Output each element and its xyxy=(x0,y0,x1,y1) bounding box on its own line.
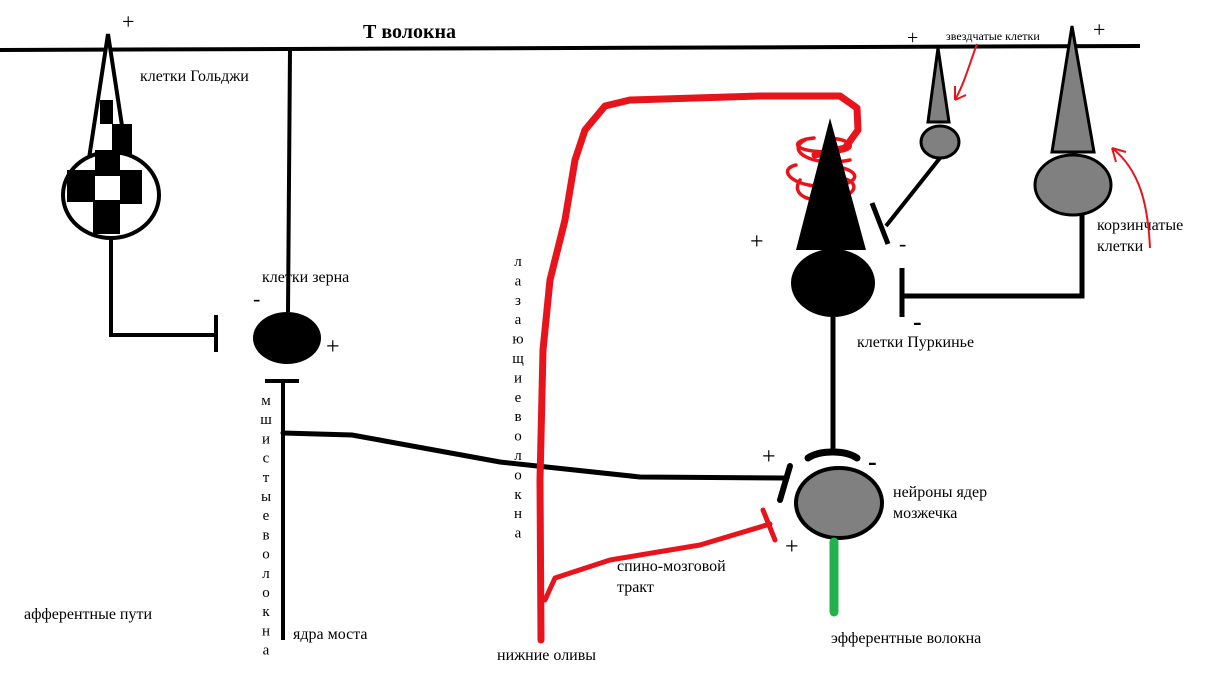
pons-label: ядра моста xyxy=(293,626,368,643)
inferior-olive-label: нижние оливы xyxy=(497,647,596,664)
afferent-label: афферентные пути xyxy=(24,606,152,623)
efferent-label: эфферентные волокна xyxy=(831,630,981,647)
minus-purkinje-synapse: - xyxy=(868,447,877,476)
basket-cell xyxy=(899,25,1113,317)
golgi-label: клетки Гольджи xyxy=(140,68,249,85)
plus-spinal-synapse: + xyxy=(785,534,799,560)
basket-label-1: корзинчатые xyxy=(1097,217,1183,234)
stellate-cell xyxy=(869,47,961,245)
spinal-tract-label-1: спино-мозговой xyxy=(617,558,726,575)
deep-nuclei-label-2: мозжечка xyxy=(893,505,957,522)
deep-nuclei-cell xyxy=(794,466,884,540)
deep-nuclei-label-1: нейроны ядер xyxy=(893,484,987,501)
golgi-cell xyxy=(61,33,218,352)
spinal-tract-label-2: тракт xyxy=(617,579,654,596)
basket-arrow xyxy=(1111,147,1151,249)
title-t-fibers: Т волокна xyxy=(363,21,456,43)
granule-label: клетки зерна xyxy=(262,269,349,286)
minus-basket-synapse: - xyxy=(913,307,922,336)
purkinje-label: клетки Пуркинье xyxy=(857,334,974,351)
minus-stellate-synapse: - xyxy=(899,231,906,256)
plus-basket: + xyxy=(1093,17,1105,42)
plus-mossy-synapse: + xyxy=(762,444,776,470)
stellate-label: звездчатые клетки xyxy=(946,29,1040,43)
minus-granule: - xyxy=(253,286,260,311)
plus-golgi: + xyxy=(122,9,134,34)
mossy-fiber xyxy=(265,379,793,640)
plus-stellate: + xyxy=(907,27,918,49)
t-fiber-line xyxy=(0,44,1141,52)
purkinje-cell xyxy=(791,118,875,462)
stellate-arrow xyxy=(954,43,978,101)
granule-cell xyxy=(253,49,321,364)
basket-label-2: клетки xyxy=(1097,238,1144,255)
plus-purkinje: + xyxy=(750,229,764,255)
plus-granule: + xyxy=(326,334,340,360)
